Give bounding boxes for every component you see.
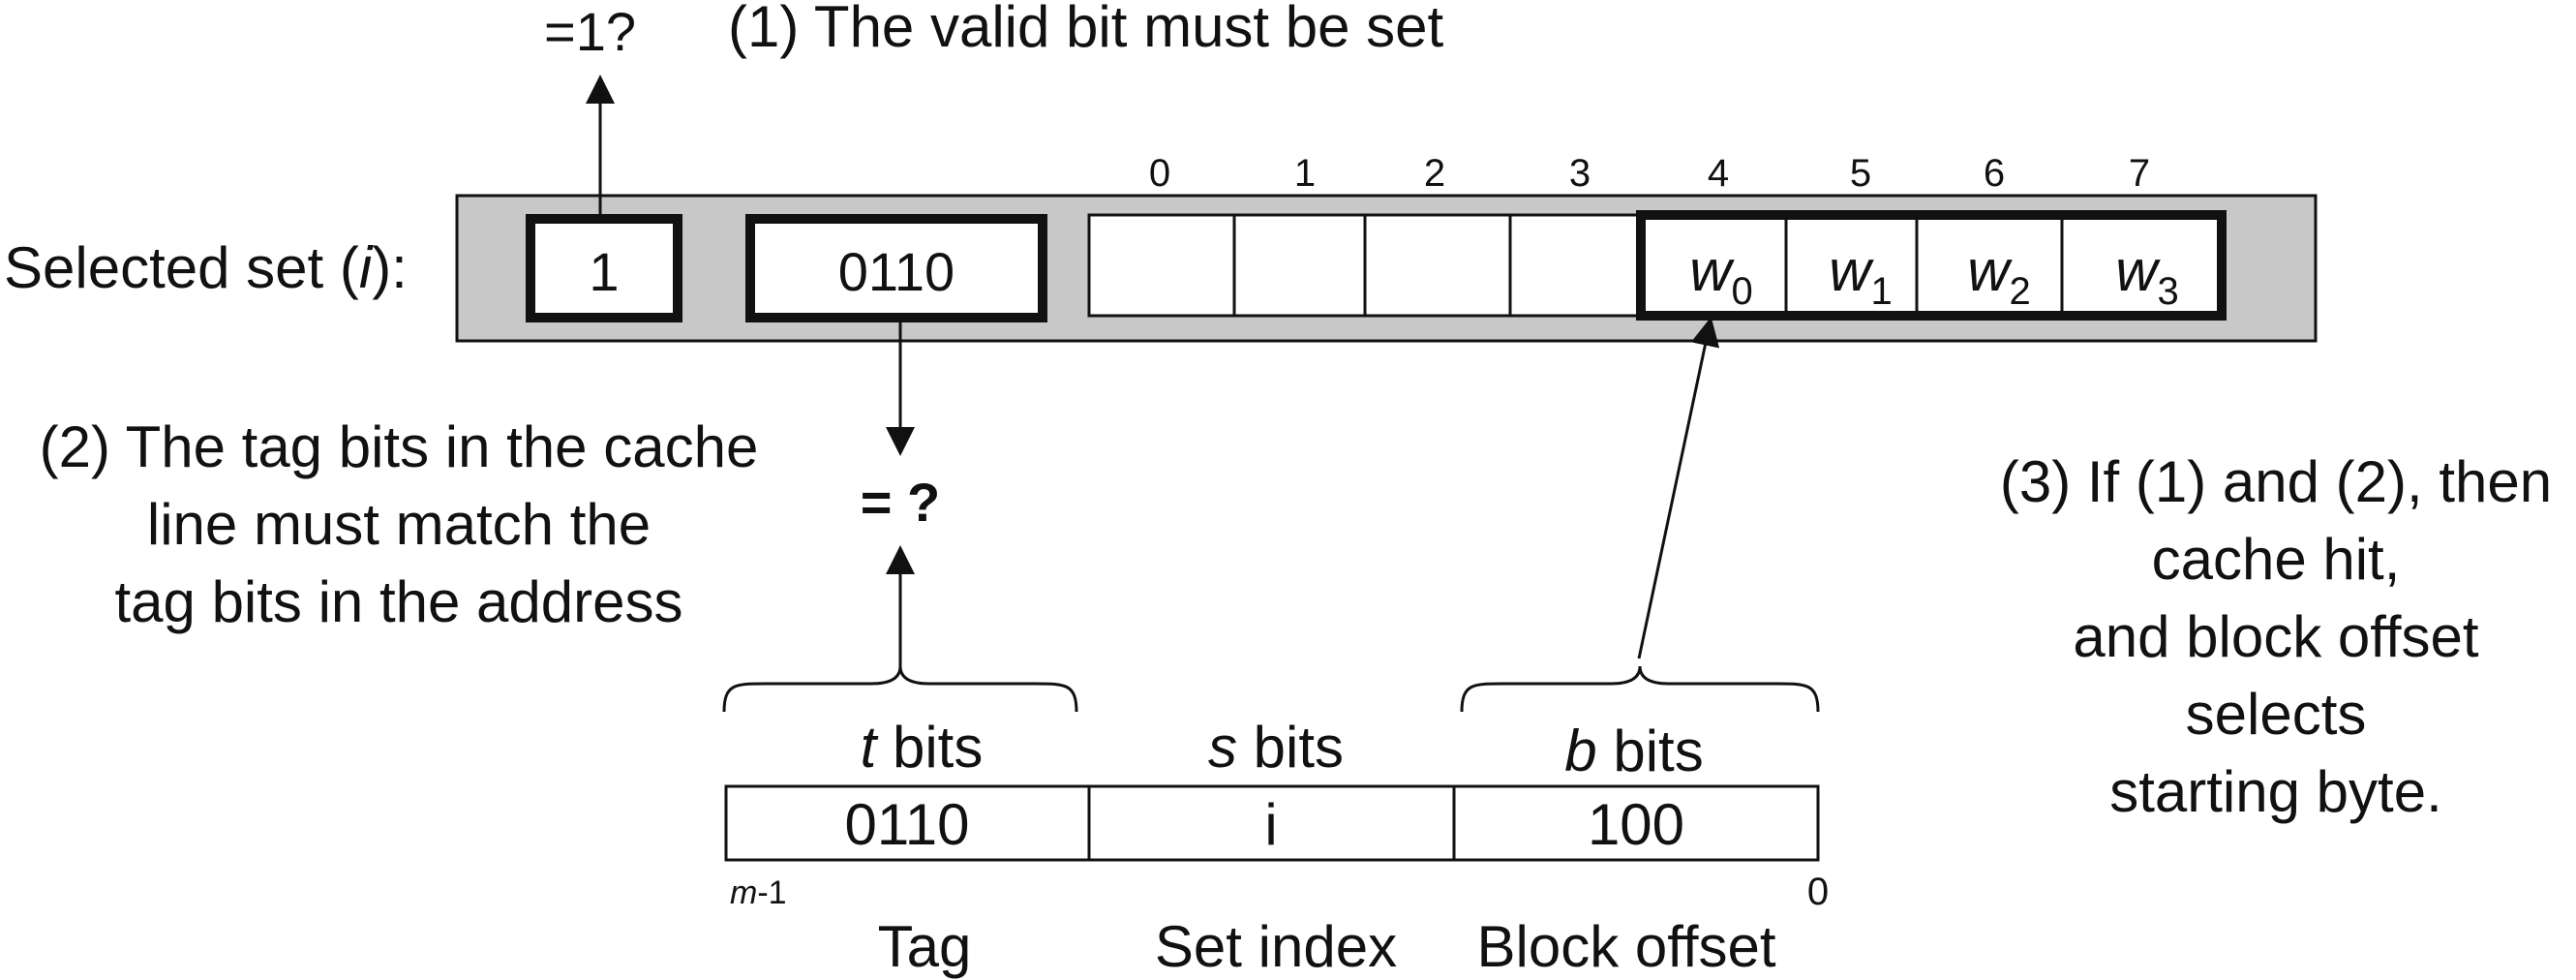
note-hit-line-3: and block offset [2073, 604, 2479, 669]
note-tag-line-3: tag bits in the address [114, 569, 682, 634]
note-hit-line-5: starting byte. [2109, 759, 2442, 824]
word-cell [1915, 213, 2064, 318]
note-hit-line-2: cache hit, [2152, 527, 2401, 592]
msb-label: m-1 [730, 874, 787, 911]
note-valid-bit: (1) The valid bit must be set [728, 0, 1444, 59]
tag-brace [722, 665, 1078, 713]
address-tag-field [724, 784, 1091, 862]
byte-cell [1363, 213, 1512, 318]
address-set-value: i [1264, 792, 1277, 857]
byte-cell [1087, 213, 1236, 318]
offset-arrow [1637, 317, 1720, 659]
byte-index-5: 5 [1850, 152, 1871, 195]
note-tag-line-2: line must match the [147, 492, 651, 557]
note-tag-line-1: (2) The tag bits in the cache [40, 414, 759, 479]
offset-brace [1460, 665, 1820, 713]
word-label-1: w1 [1829, 238, 1893, 313]
byte-index-3: 3 [1569, 152, 1591, 195]
word-label-3: w3 [2115, 238, 2179, 313]
byte-index-1: 1 [1294, 152, 1316, 195]
word-label-0: w0 [1689, 238, 1753, 313]
field-name-block-offset: Block offset [1476, 914, 1775, 979]
address-set-field [1087, 784, 1456, 862]
address-offset-value: 100 [1588, 792, 1684, 857]
note-hit-line-4: selects [2186, 682, 2367, 747]
line-tag-box [745, 214, 1047, 322]
field-name-tag: Tag [878, 914, 972, 979]
byte-cell [1508, 213, 1643, 318]
word-label-2: w2 [1967, 238, 2031, 313]
valid-bit-value: 1 [589, 241, 619, 302]
lsb-label: 0 [1807, 871, 1829, 913]
byte-index-7: 7 [2129, 152, 2150, 195]
address-offset-field [1452, 784, 1820, 862]
set-bits-label: s bits [1208, 715, 1344, 780]
tag-compare-label: = ? [861, 472, 940, 533]
note-hit-line-1: (3) If (1) and (2), then [2000, 449, 2552, 514]
byte-index-4: 4 [1708, 152, 1729, 195]
offset-bits-label: b bits [1564, 719, 1703, 783]
byte-index-0: 0 [1149, 152, 1170, 195]
valid-check-label: =1? [544, 1, 636, 62]
selected-words-box [1636, 210, 2227, 321]
byte-index-2: 2 [1424, 152, 1445, 195]
field-name-set-index: Set index [1155, 914, 1397, 979]
byte-cell [1232, 213, 1367, 318]
tag-bits-label: t bits [861, 715, 984, 780]
line-tag-value: 0110 [838, 241, 955, 302]
address-tag-value: 0110 [844, 792, 969, 857]
selected-set-label: Selected set (i): [4, 235, 408, 300]
valid-bit-box [526, 214, 682, 322]
byte-index-6: 6 [1984, 152, 2005, 195]
